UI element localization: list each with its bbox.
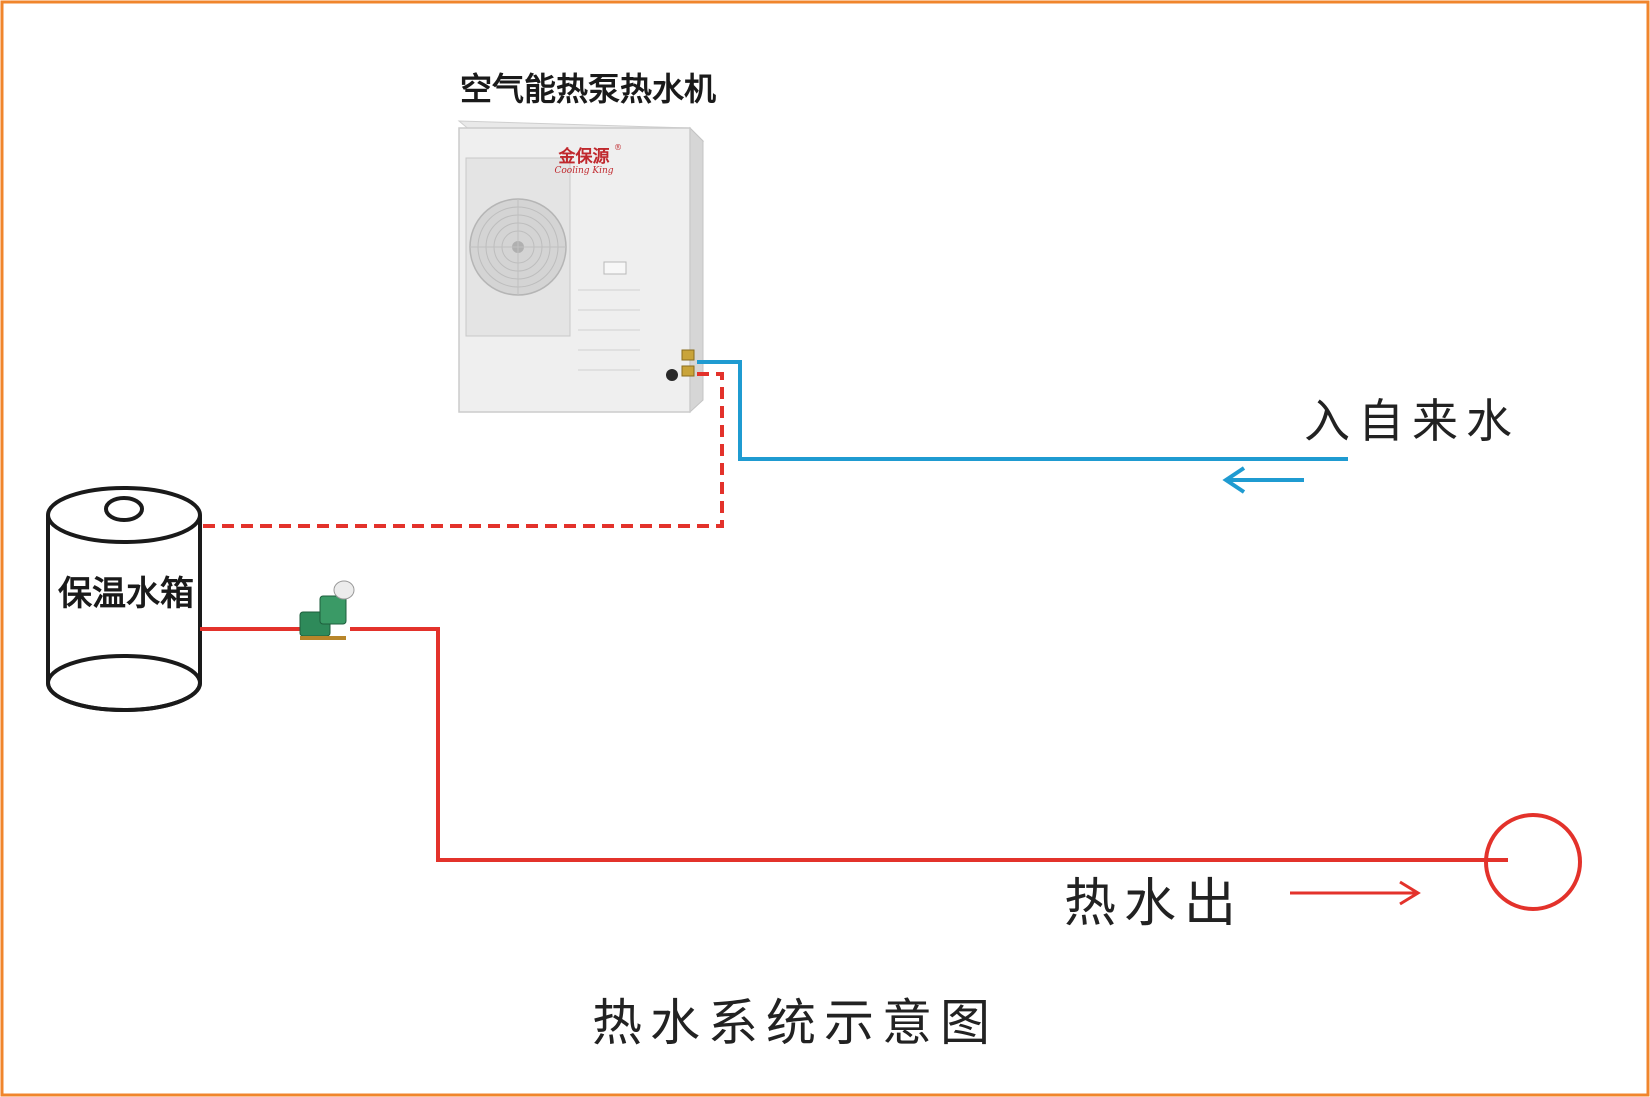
water-pump-icon <box>299 580 355 640</box>
brand-name-en: Cooling King <box>554 166 613 176</box>
brand-name-cn: 金保源 <box>558 146 610 167</box>
insulated-tank-icon <box>46 486 202 712</box>
heat-pump-label: 空气能热泵热水机 <box>460 70 716 108</box>
heat-pump-unit-icon: 金保源 Cooling King ® <box>457 120 705 414</box>
brand-registered-mark: ® <box>614 143 622 152</box>
tank-label: 保温水箱 <box>58 574 194 614</box>
hot-water-supply-pipe <box>200 627 1508 862</box>
diagram-title: 热水系统示意图 <box>592 994 998 1052</box>
outlet-circle-icon <box>1484 813 1582 911</box>
arrow-left-icon <box>1222 466 1304 494</box>
arrow-right-icon <box>1290 880 1421 906</box>
hot-water-feed-pipe <box>200 372 724 528</box>
cold-water-pipe <box>697 360 1348 461</box>
inlet-label: 入自来水 <box>1304 394 1520 448</box>
outlet-label: 热水出 <box>1064 874 1244 934</box>
